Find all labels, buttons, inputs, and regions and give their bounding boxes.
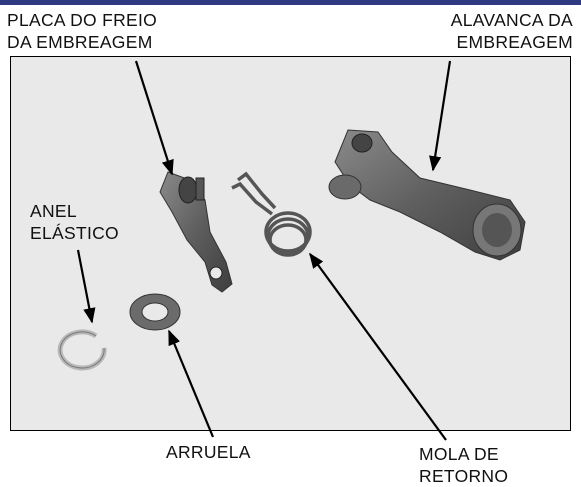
label-snap-ring-line1: ANEL (30, 201, 77, 221)
return-spring-leader (309, 252, 447, 441)
label-clutch-lever-line2: EMBREAGEM (456, 32, 573, 52)
label-snap-ring: ANEL ELÁSTICO (30, 200, 119, 244)
washer-leader (167, 329, 215, 438)
label-brake-plate-line2: DA EMBREAGEM (7, 32, 153, 52)
label-clutch-lever-line1: ALAVANCA DA (450, 10, 573, 30)
return-spring-part (231, 171, 312, 257)
label-return-spring-line1: MOLA DE (419, 444, 499, 464)
label-return-spring-line2: RETORNO (419, 466, 509, 486)
clutch-lever-leader (429, 60, 452, 172)
brake-plate-leader (134, 60, 174, 176)
label-snap-ring-line2: ELÁSTICO (30, 223, 119, 243)
label-washer-text: ARRUELA (166, 442, 251, 462)
clutch-brake-plate-part (159, 171, 233, 293)
label-return-spring: MOLA DE RETORNO (419, 443, 508, 487)
snap-ring-leader (76, 249, 96, 324)
label-brake-plate-line1: PLACA DO FREIO (7, 10, 158, 30)
clutch-lever-part (328, 129, 526, 261)
label-washer: ARRUELA (166, 441, 251, 463)
label-brake-plate: PLACA DO FREIO DA EMBREAGEM (7, 9, 157, 53)
snap-ring-part (57, 329, 107, 371)
header-bar (0, 0, 581, 5)
washer-part (129, 293, 181, 331)
label-clutch-lever: ALAVANCA DA EMBREAGEM (451, 9, 573, 53)
